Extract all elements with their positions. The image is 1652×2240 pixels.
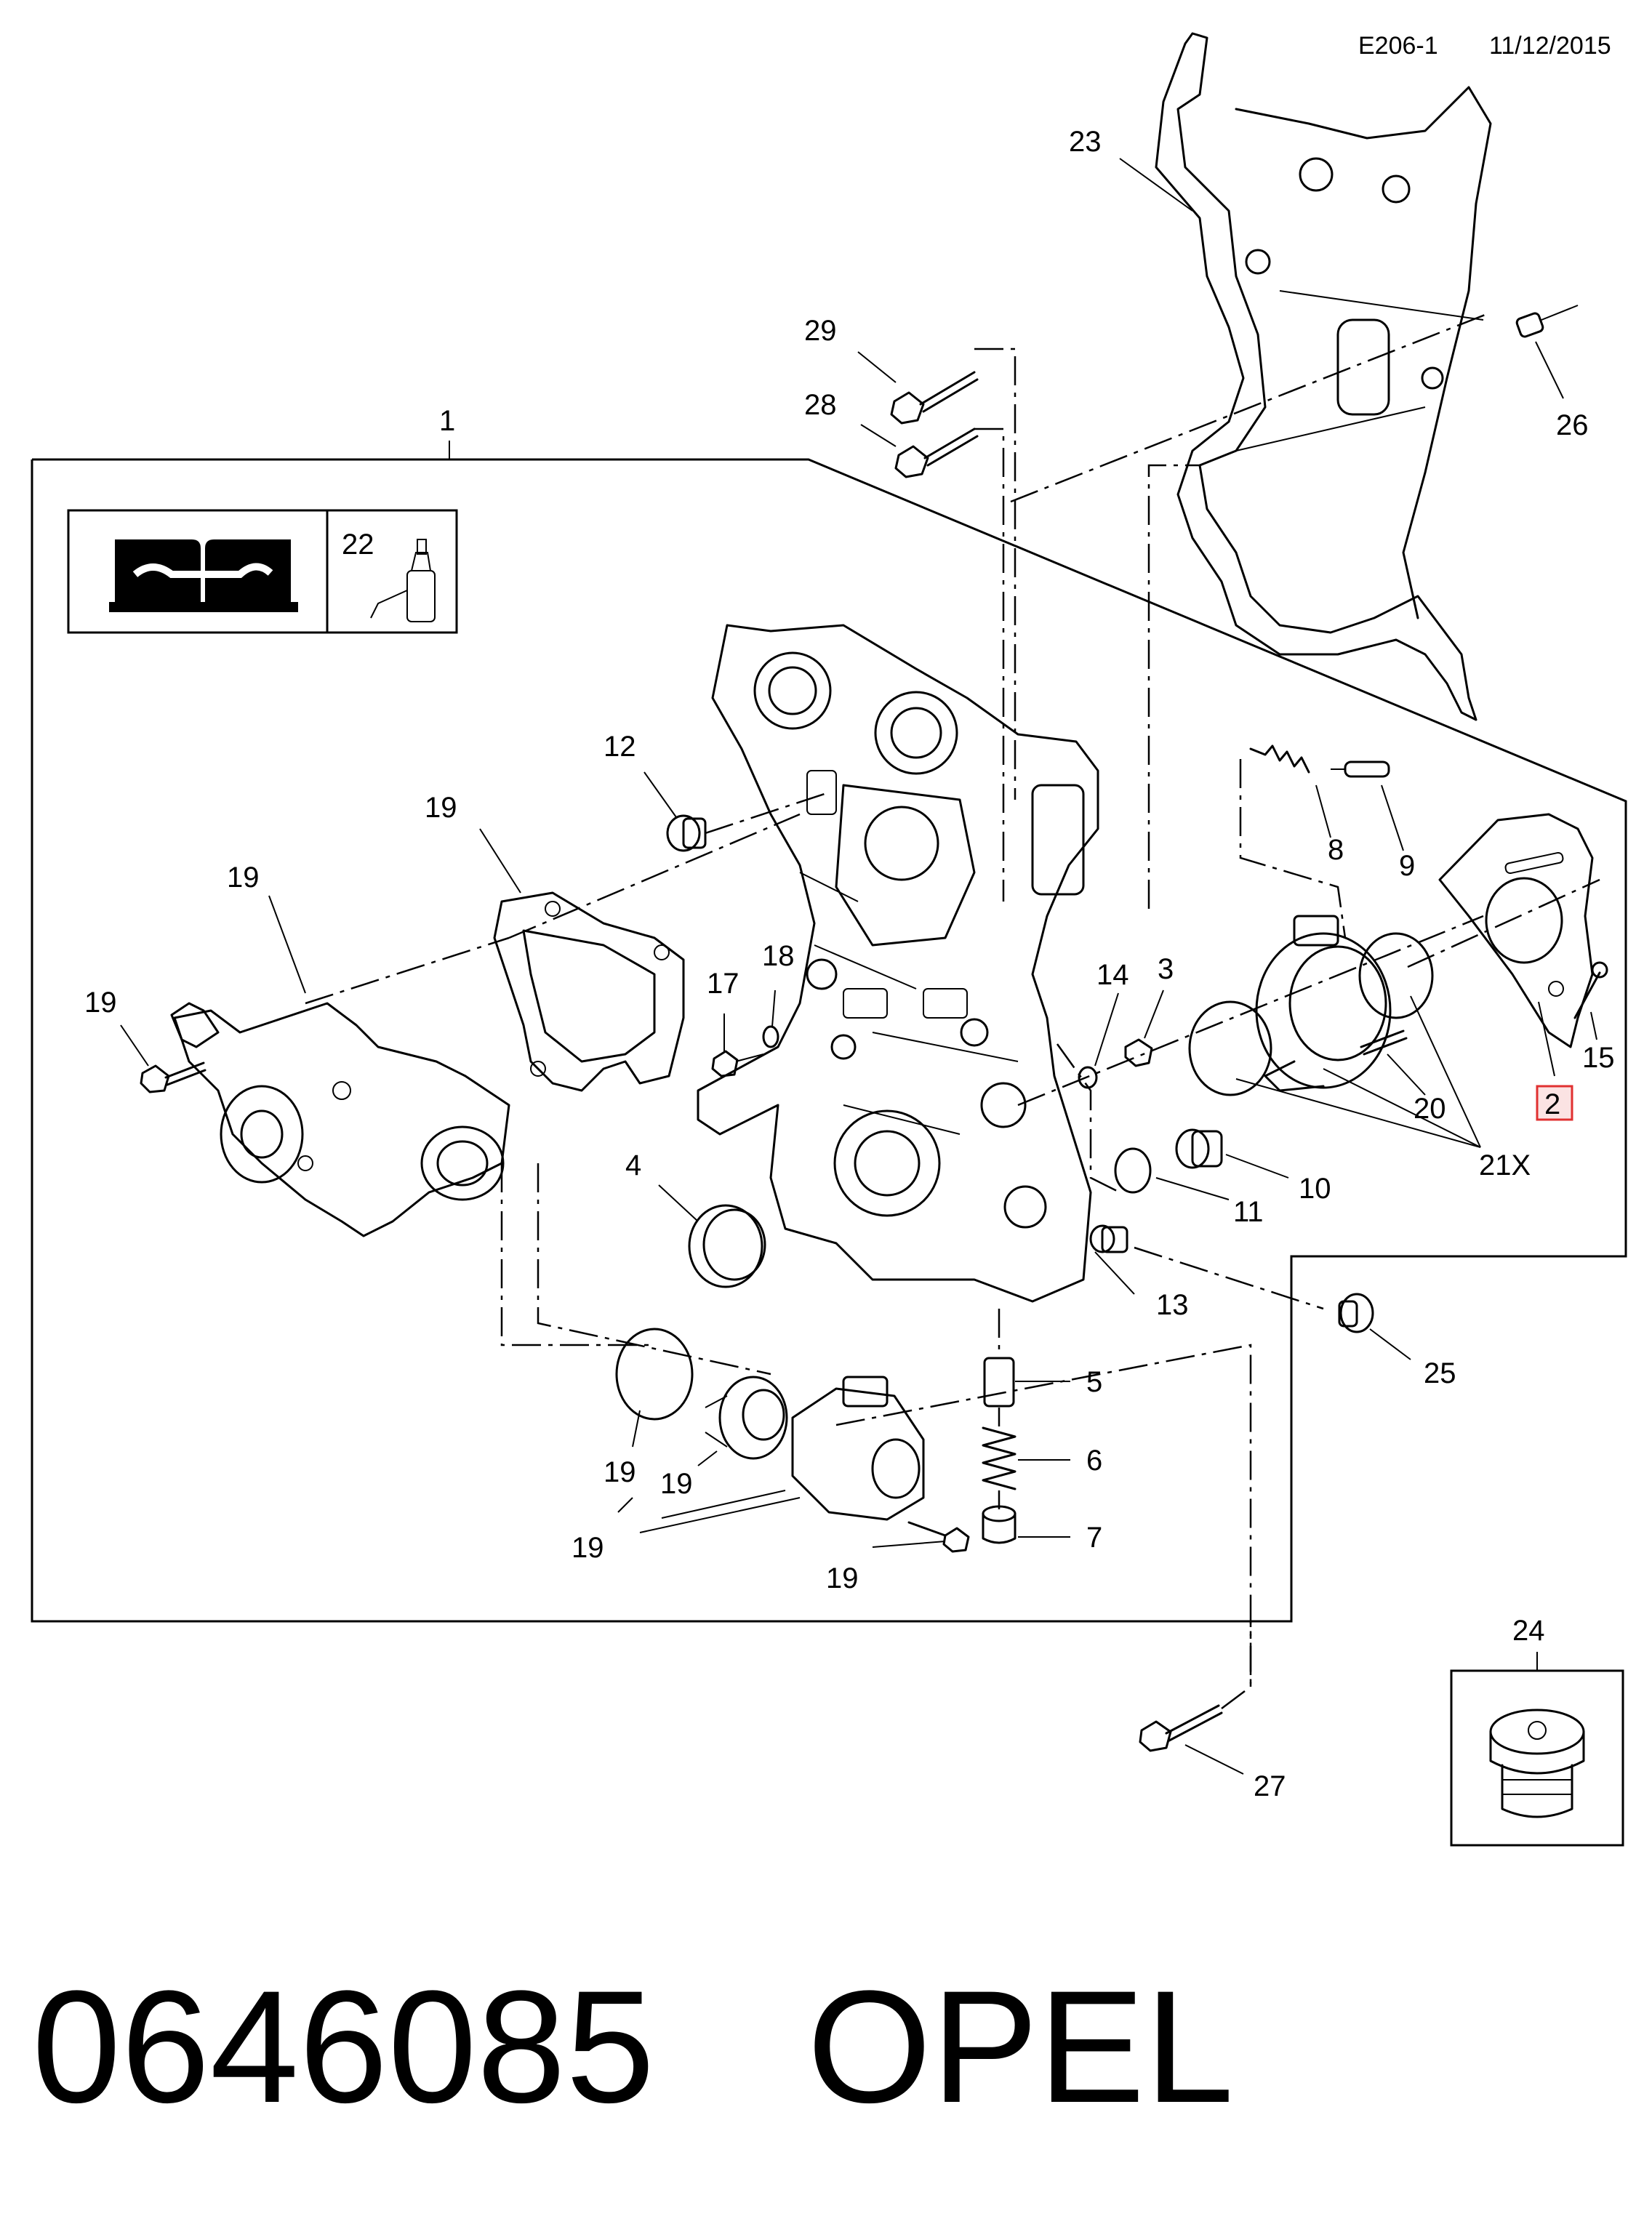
thermostat-seal	[615, 1328, 694, 1421]
valve-spring-6	[982, 1426, 1017, 1490]
sleeve-13	[1089, 1224, 1128, 1253]
screw-15	[1573, 961, 1608, 1019]
part-number: 0646085	[32, 1957, 655, 2136]
callout-11: 11	[1233, 1196, 1264, 1228]
valve-plug-7	[982, 1505, 1017, 1544]
callout-19-seal: 19	[604, 1456, 636, 1488]
part-24-inset	[1450, 1652, 1624, 1847]
callout-19-housing: 19	[572, 1532, 604, 1564]
callout-19-bolt: 19	[826, 1562, 859, 1594]
water-pump-gasket	[493, 891, 685, 1092]
bolt-29	[890, 371, 979, 425]
callout-24: 24	[1512, 1615, 1545, 1647]
callout-8: 8	[1328, 834, 1344, 866]
callout-19-bolt-left: 19	[84, 987, 117, 1019]
callout-4: 4	[625, 1149, 641, 1181]
washer-18	[762, 1025, 779, 1048]
callout-6: 6	[1086, 1445, 1102, 1477]
callout-27: 27	[1254, 1770, 1286, 1802]
thermostat	[705, 1376, 788, 1460]
callout-1: 1	[439, 405, 455, 437]
timing-cover-gasket	[1155, 32, 1492, 721]
callout-2[interactable]: 2	[1544, 1088, 1560, 1120]
plug-25	[1338, 1293, 1374, 1333]
valve-piston-5	[983, 1357, 1015, 1408]
oring-21x-left	[1188, 1000, 1272, 1096]
oil-pump-rotor-housing	[1255, 915, 1392, 1092]
callout-5: 5	[1086, 1366, 1102, 1398]
callout-18: 18	[762, 940, 795, 972]
service-info-box: 22	[67, 509, 458, 634]
callout-12: 12	[604, 731, 636, 763]
callout-23: 23	[1069, 126, 1102, 158]
callout-17: 17	[707, 968, 739, 1000]
oring-21x-right	[1358, 932, 1434, 1019]
bolt-19-left	[140, 1061, 206, 1093]
service-manual-icon	[109, 539, 298, 612]
relief-spring	[1249, 744, 1310, 774]
plug-10	[1175, 1128, 1223, 1169]
callout-29: 29	[804, 315, 837, 347]
callout-25: 25	[1424, 1357, 1456, 1389]
callout-22: 22	[342, 529, 374, 561]
sealant-tube-icon	[370, 539, 436, 622]
callout-9: 9	[1399, 850, 1415, 882]
diagram-date: 11/12/2015	[1489, 32, 1611, 60]
callout-10: 10	[1299, 1173, 1331, 1205]
callout-2-highlight[interactable]	[1536, 1085, 1573, 1121]
plug-icon	[1489, 1709, 1585, 1818]
relief-plunger	[1331, 760, 1390, 778]
bolt-19-thermostat	[907, 1521, 970, 1553]
pin-20	[1360, 1029, 1408, 1056]
plug-12	[666, 814, 707, 852]
callout-19-thermostat: 19	[660, 1468, 693, 1500]
diagram-reference: E206-1	[1358, 32, 1438, 60]
bolt-27	[1139, 1704, 1223, 1752]
callout-28: 28	[804, 389, 837, 421]
assembly-frame	[31, 458, 1627, 1623]
crank-seal	[688, 1204, 766, 1288]
callout-26: 26	[1556, 409, 1589, 441]
nut-3	[1124, 1038, 1153, 1067]
seal-ring-11	[1114, 1147, 1152, 1194]
callout-7: 7	[1086, 1522, 1102, 1554]
thermostat-housing	[791, 1376, 925, 1521]
dowel-pin	[1515, 305, 1579, 338]
bolt-17	[711, 1050, 764, 1077]
front-cover-housing	[697, 624, 1099, 1303]
bolt-28	[894, 427, 979, 478]
callout-19-gasket: 19	[425, 792, 457, 824]
oil-pump-cover	[1438, 813, 1594, 1048]
callout-14: 14	[1096, 959, 1129, 991]
brand-name: OPEL	[807, 1957, 1234, 2136]
callout-13: 13	[1156, 1289, 1189, 1321]
water-pump-housing	[170, 1002, 510, 1237]
callout-21x: 21X	[1479, 1149, 1531, 1181]
callout-19-pump: 19	[227, 862, 260, 894]
callout-15: 15	[1582, 1042, 1615, 1074]
callout-20: 20	[1414, 1093, 1446, 1125]
callout-3: 3	[1158, 953, 1174, 985]
